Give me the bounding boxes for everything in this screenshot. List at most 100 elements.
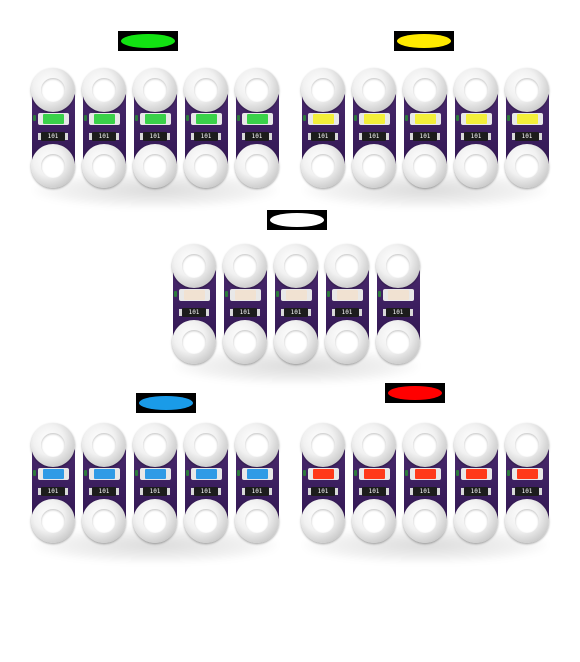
- led-lens: [313, 469, 334, 479]
- sew-tab-bottom: [352, 144, 396, 188]
- led-lens: [466, 469, 487, 479]
- sew-tab-top: [184, 68, 228, 112]
- led-lens: [184, 290, 205, 300]
- led-chip: [89, 113, 120, 125]
- sew-tab-top: [31, 68, 75, 112]
- polarity-mark: [327, 291, 330, 297]
- led-lens: [94, 114, 115, 124]
- sew-tab-bottom: [454, 144, 498, 188]
- sew-tab-bottom: [82, 499, 126, 543]
- led-lens: [94, 469, 115, 479]
- polarity-mark: [135, 115, 138, 121]
- led-lens: [235, 290, 256, 300]
- polarity-mark: [276, 291, 279, 297]
- resistor-label: 101: [461, 132, 491, 141]
- sew-tab-top: [403, 68, 447, 112]
- polarity-mark: [507, 470, 510, 476]
- led-chip: [359, 468, 390, 480]
- led-chip: [230, 289, 261, 301]
- led-lens: [337, 290, 358, 300]
- sew-tab-top: [352, 423, 396, 467]
- led-chip: [512, 113, 543, 125]
- sew-tab-top: [82, 68, 126, 112]
- sew-tab-bottom: [31, 499, 75, 543]
- resistor-label: 101: [140, 132, 170, 141]
- resistor-label: 101: [242, 487, 272, 496]
- led-chip: [512, 468, 543, 480]
- led-board: 101: [451, 68, 502, 188]
- resistor-label: 101: [410, 132, 440, 141]
- resistor-label: 101: [359, 487, 389, 496]
- polarity-mark: [507, 115, 510, 121]
- led-board: 101: [130, 68, 181, 188]
- led-board: 101: [349, 68, 400, 188]
- resistor-label: 101: [38, 132, 68, 141]
- sew-tab-top: [223, 244, 267, 288]
- led-chip: [308, 113, 339, 125]
- sew-tab-bottom: [31, 144, 75, 188]
- sew-tab-bottom: [352, 499, 396, 543]
- polarity-mark: [456, 115, 459, 121]
- resistor-label: 101: [512, 487, 542, 496]
- sew-tab-top: [505, 68, 549, 112]
- swatch-fill: [139, 396, 193, 410]
- resistor-label: 101: [242, 132, 272, 141]
- led-board: 101: [373, 244, 424, 364]
- led-chip: [281, 289, 312, 301]
- led-lens: [415, 114, 436, 124]
- polarity-mark: [33, 470, 36, 476]
- red-color-swatch: [385, 383, 445, 403]
- polarity-mark: [354, 115, 357, 121]
- resistor-label: 101: [461, 487, 491, 496]
- swatch-fill: [121, 34, 175, 48]
- led-lens: [247, 114, 268, 124]
- resistor-label: 101: [281, 308, 311, 317]
- led-board: 101: [271, 244, 322, 364]
- polarity-mark: [303, 115, 306, 121]
- led-chip: [191, 468, 222, 480]
- sew-tab-top: [133, 68, 177, 112]
- sew-tab-top: [301, 68, 345, 112]
- led-lens: [196, 114, 217, 124]
- led-board: 101: [28, 68, 79, 188]
- polarity-mark: [135, 470, 138, 476]
- resistor-label: 101: [179, 308, 209, 317]
- green-color-swatch: [118, 31, 178, 51]
- polarity-mark: [84, 115, 87, 121]
- polarity-mark: [354, 470, 357, 476]
- led-board: 101: [232, 68, 283, 188]
- led-board: 101: [181, 68, 232, 188]
- led-lens: [43, 114, 64, 124]
- led-lens: [517, 469, 538, 479]
- led-chip: [242, 468, 273, 480]
- sew-tab-bottom: [403, 499, 447, 543]
- resistor-label: 101: [140, 487, 170, 496]
- polarity-mark: [405, 115, 408, 121]
- sew-tab-top: [352, 68, 396, 112]
- led-board: 101: [400, 68, 451, 188]
- sew-tab-top: [454, 423, 498, 467]
- led-lens: [286, 290, 307, 300]
- resistor-label: 101: [332, 308, 362, 317]
- led-board: 101: [181, 423, 232, 543]
- led-board: 101: [502, 68, 553, 188]
- led-chip: [89, 468, 120, 480]
- polarity-mark: [237, 115, 240, 121]
- sew-tab-top: [301, 423, 345, 467]
- sew-tab-top: [133, 423, 177, 467]
- led-chip: [332, 289, 363, 301]
- led-board: 101: [502, 423, 553, 543]
- led-chip: [461, 113, 492, 125]
- polarity-mark: [378, 291, 381, 297]
- swatch-fill: [397, 34, 451, 48]
- sew-tab-top: [31, 423, 75, 467]
- led-lens: [415, 469, 436, 479]
- sew-tab-bottom: [274, 320, 318, 364]
- led-board: 101: [220, 244, 271, 364]
- sew-tab-bottom: [505, 144, 549, 188]
- polarity-mark: [33, 115, 36, 121]
